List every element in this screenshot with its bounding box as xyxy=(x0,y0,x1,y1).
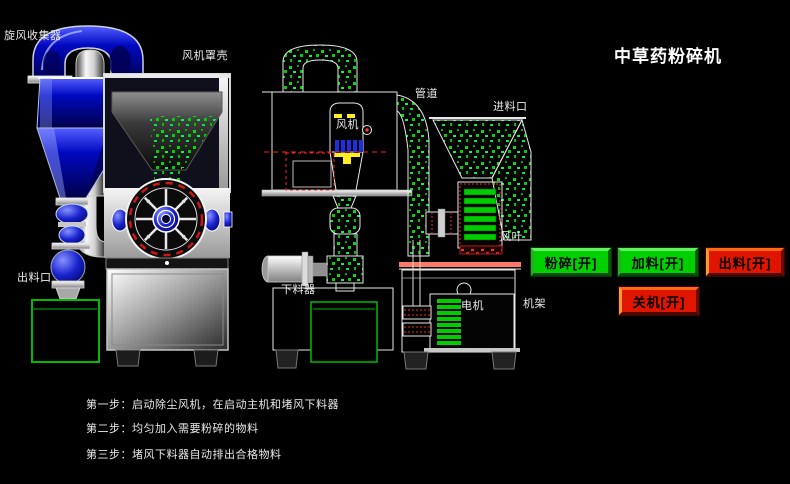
shutdown-button[interactable]: 关机[开] xyxy=(619,287,699,315)
instruction-step-1: 第一步：启动除尘风机，在启动主机和堵风下料器 xyxy=(86,399,339,411)
feed-button[interactable]: 加料[开] xyxy=(618,248,698,276)
label-cyclone-collector: 旋风收集器 xyxy=(4,30,62,42)
dust-duct xyxy=(282,44,358,93)
right-machine-schematic xyxy=(261,44,532,370)
feeder-pipe xyxy=(326,195,364,292)
main-motor xyxy=(424,282,520,352)
crush-button[interactable]: 粉碎[开] xyxy=(531,248,611,276)
label-fan-cover: 风机罩壳 xyxy=(182,50,228,62)
cabinet xyxy=(105,257,229,351)
discharge-airlock xyxy=(50,197,91,304)
collection-box xyxy=(31,299,100,363)
label-feed-inlet: 进料口 xyxy=(493,101,528,113)
label-frame: 机架 xyxy=(523,298,546,310)
screen-box xyxy=(264,151,390,191)
fan-blades-blue xyxy=(335,140,363,152)
label-motor: 电机 xyxy=(461,300,484,312)
pipe-duct xyxy=(396,94,430,257)
frame-left xyxy=(272,287,394,363)
belt-drive xyxy=(402,240,432,337)
fan-unit xyxy=(329,102,372,191)
label-discharge-port: 出料口 xyxy=(17,272,52,284)
feet-right-machine xyxy=(275,349,517,370)
grinder-housing xyxy=(103,73,231,193)
left-machine-cutaway xyxy=(27,25,233,367)
instruction-step-3: 第三步：堵风下料器自动排出合格物料 xyxy=(86,449,282,461)
valve-vanes-green xyxy=(463,188,497,241)
mill-rotor xyxy=(104,178,233,260)
label-fan-blade: 风叶 xyxy=(500,231,523,243)
page-title: 中草药粉碎机 xyxy=(614,47,722,66)
rotary-valve xyxy=(457,181,503,255)
feet-left-machine xyxy=(115,349,219,367)
discharge-button[interactable]: 出料[开] xyxy=(706,248,784,276)
instruction-step-2: 第二步：均匀加入需要粉碎的物料 xyxy=(86,423,259,435)
feeder-motor xyxy=(261,251,328,287)
label-pipe: 管道 xyxy=(415,88,438,100)
label-feeder: 下料器 xyxy=(281,284,316,296)
motor-cooling-fins xyxy=(437,299,461,345)
label-fan: 风机 xyxy=(336,119,359,131)
valve-pulley xyxy=(425,208,459,238)
